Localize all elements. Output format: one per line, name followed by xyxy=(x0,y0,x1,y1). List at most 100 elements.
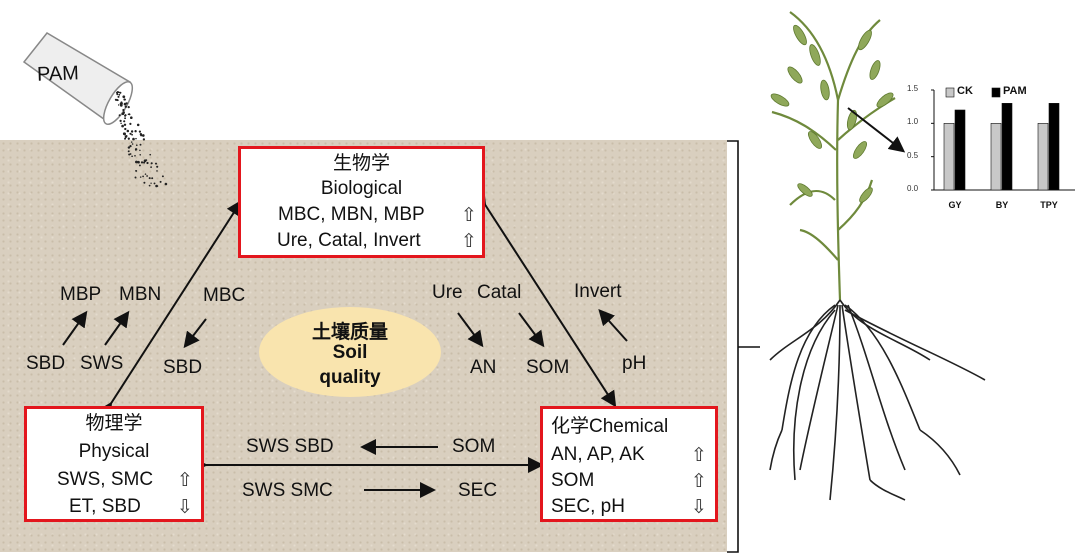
chemical-title: 化学Chemical xyxy=(551,416,669,437)
pam-particle xyxy=(151,177,154,180)
pam-particle xyxy=(124,117,127,120)
label-som: SOM xyxy=(452,436,496,457)
pam-container-icon xyxy=(22,32,134,126)
pam-particle xyxy=(124,127,127,131)
label-mbc: MBC xyxy=(203,285,246,306)
pam-particle xyxy=(118,114,121,117)
label-mbn: MBN xyxy=(119,284,162,305)
pam-particle xyxy=(143,159,147,163)
chemical-line1: AN, AP, AK xyxy=(551,444,645,465)
up-arrow-icon: ⇧ xyxy=(691,470,707,492)
pam-particle xyxy=(117,95,120,98)
pam-particle xyxy=(141,134,145,137)
pam-particle xyxy=(134,154,136,157)
pam-particle xyxy=(149,153,152,156)
pam-particle xyxy=(127,137,130,140)
y-tick-label: 1.0 xyxy=(907,117,919,127)
up-arrow-icon: ⇧ xyxy=(461,204,477,226)
pam-particle xyxy=(139,154,141,156)
pam-particle xyxy=(134,176,137,179)
arrow-sws-mbn xyxy=(104,310,130,346)
label-invert: Invert xyxy=(574,281,622,302)
x-tick-label: GY xyxy=(948,200,962,210)
pam-particle xyxy=(138,130,141,133)
pam-particle xyxy=(142,138,146,141)
pam-particle xyxy=(131,133,133,136)
pam-particle xyxy=(120,122,122,125)
pam-particle xyxy=(139,143,142,146)
pam-particle xyxy=(138,164,141,167)
pam-particle xyxy=(150,182,152,184)
y-tick-label: 1.5 xyxy=(907,84,919,93)
pam-particle xyxy=(150,166,152,168)
pam-particle xyxy=(139,132,143,136)
pam-particle xyxy=(150,162,153,165)
pam-particle xyxy=(140,161,144,164)
pam-particle xyxy=(161,175,164,178)
pam-particle xyxy=(123,112,125,114)
biological-box: 生物学 Biological MBC, MBN, MBP ⇧ Ure, Cata… xyxy=(238,146,485,258)
label-ph: pH xyxy=(622,353,647,374)
up-arrow-icon: ⇧ xyxy=(691,444,707,466)
physical-line2: ET, SBD xyxy=(69,496,141,517)
bar-pam-gy xyxy=(954,109,966,191)
pam-particle xyxy=(136,123,140,127)
label-ure: Ure xyxy=(432,282,463,303)
pam-particle xyxy=(124,105,127,108)
down-arrow-icon: ⇩ xyxy=(177,496,193,518)
up-arrow-icon: ⇧ xyxy=(177,469,193,491)
pam-particle xyxy=(135,144,138,147)
pam-particle xyxy=(135,137,137,140)
pam-particle xyxy=(129,122,132,125)
x-tick-label: BY xyxy=(995,200,1009,210)
bar-pam-tpy xyxy=(1048,103,1060,191)
arrow-ure-an xyxy=(457,312,484,348)
soil-quality-en2: quality xyxy=(319,367,381,388)
pam-particle xyxy=(153,182,156,185)
pam-particle xyxy=(122,132,126,136)
pam-particle xyxy=(130,116,133,119)
pam-particle xyxy=(119,119,122,123)
label-mbp: MBP xyxy=(60,284,102,305)
physical-box: 物理学 Physical SWS, SMC ⇧ ET, SBD ⇩ xyxy=(24,406,204,522)
chemical-line2: SOM xyxy=(551,470,595,491)
pam-particle xyxy=(128,153,131,156)
label-sws-smc: SWS SMC xyxy=(242,480,333,501)
x-tick-label: TPY xyxy=(1040,200,1058,210)
pam-particle xyxy=(129,144,132,148)
pam-particle xyxy=(143,181,146,184)
legend-label: PAM xyxy=(1003,85,1027,97)
biological-title-en: Biological xyxy=(320,178,403,199)
pam-particle xyxy=(124,137,127,140)
pam-particle xyxy=(118,91,120,94)
pam-particle xyxy=(135,169,138,172)
label-sbd: SBD xyxy=(163,357,203,378)
legend-swatch xyxy=(991,87,1001,98)
soil-quality-en1: Soil xyxy=(332,342,368,363)
physical-line1: SWS, SMC xyxy=(57,469,154,490)
pam-particle xyxy=(164,182,168,186)
pam-particle xyxy=(132,137,135,141)
pam-particle xyxy=(128,113,131,116)
pam-particle xyxy=(118,104,120,106)
pam-particle xyxy=(148,184,151,187)
bar-ck-tpy xyxy=(1037,123,1049,191)
pam-particle xyxy=(139,149,141,152)
bar-ck-gy xyxy=(943,123,955,191)
physical-title-cn: 物理学 xyxy=(85,413,143,434)
pam-particle xyxy=(134,130,137,133)
pam-particle xyxy=(146,175,148,177)
pam-particle xyxy=(131,155,133,158)
bar-ck-by xyxy=(990,123,1002,191)
biological-title-cn: 生物学 xyxy=(332,153,390,174)
soil-quality-oval: 土壤质量 Soil quality xyxy=(259,307,441,397)
biological-line1: MBC, MBN, MBP xyxy=(278,204,425,225)
pam-particle xyxy=(137,160,140,164)
pam-particle xyxy=(130,141,133,143)
pam-particle xyxy=(117,99,119,101)
oat-plant-illustration xyxy=(769,11,986,501)
pam-particle xyxy=(135,160,138,164)
biological-line2: Ure, Catal, Invert xyxy=(277,230,421,251)
pam-particle xyxy=(154,162,158,165)
